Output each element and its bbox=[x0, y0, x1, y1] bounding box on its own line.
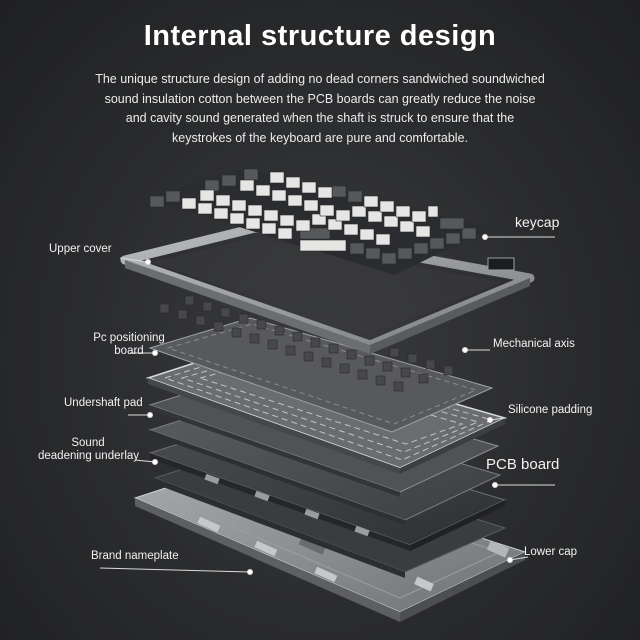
leader-lines bbox=[99, 234, 555, 575]
keycaps-layer bbox=[145, 168, 490, 275]
label-pc-positioning-board: Pc positioning board bbox=[74, 332, 184, 358]
description-line: keystrokes of the keyboard are pure and … bbox=[172, 130, 468, 145]
label-brand-nameplate: Brand nameplate bbox=[91, 550, 179, 562]
label-sound-deadening-line2: deadening underlay bbox=[38, 450, 140, 462]
label-keycap: keycap bbox=[515, 214, 560, 230]
label-sound-deadening-line1: Sound bbox=[71, 437, 105, 449]
description-line: sound insulation cotton between the PCB … bbox=[104, 91, 536, 106]
label-sound-deadening-underlay: Sound deadening underlay bbox=[38, 437, 140, 463]
upper-cover-layer bbox=[120, 223, 535, 354]
description-line: and cavity sound generated when the shaf… bbox=[125, 111, 515, 125]
keycap-rows bbox=[149, 168, 477, 265]
label-pcb-board: PCB board bbox=[486, 456, 560, 473]
label-silicone-padding: Silicone padding bbox=[508, 404, 593, 416]
label-pc-positioning-line2: board bbox=[114, 345, 144, 357]
description: The unique structure design of adding no… bbox=[60, 70, 580, 148]
label-pc-positioning-line1: Pc positioning bbox=[93, 332, 165, 344]
label-undershaft-pad: Undershaft pad bbox=[64, 397, 143, 409]
label-lower-cap: Lower cap bbox=[524, 546, 578, 558]
label-mechanical-axis: Mechanical axis bbox=[493, 338, 575, 350]
page-title: Internal structure design bbox=[143, 20, 497, 52]
label-upper-cover: Upper cover bbox=[49, 243, 112, 255]
description-line: The unique structure design of adding no… bbox=[95, 72, 545, 86]
